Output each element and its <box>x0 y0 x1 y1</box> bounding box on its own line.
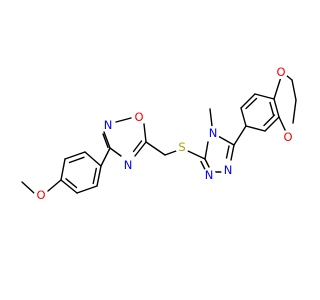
bond <box>132 140 143 153</box>
bond <box>145 141 166 156</box>
bond <box>217 135 235 146</box>
bond <box>263 114 276 127</box>
bond <box>240 107 247 127</box>
atom-label: N <box>209 126 218 140</box>
bond <box>273 98 280 118</box>
bond <box>204 158 210 168</box>
bonds <box>21 70 297 194</box>
bond <box>245 97 258 110</box>
bond <box>103 131 111 149</box>
bond <box>96 165 102 187</box>
triazole-nitrogen-2: N <box>202 168 216 182</box>
oxadiazole-oxygen: O <box>132 110 146 124</box>
bond <box>292 99 297 124</box>
atom-label: N <box>124 158 133 172</box>
oxadiazole-nitrogen-4: N <box>121 158 135 172</box>
bond <box>115 117 132 123</box>
chemical-structure: O O N N S N N N <box>21 65 297 202</box>
atom-label: N <box>224 163 233 177</box>
bond <box>84 151 102 167</box>
bond <box>134 141 147 157</box>
bond <box>68 156 85 164</box>
bond <box>225 145 230 159</box>
bond <box>187 150 206 160</box>
bond <box>76 185 98 194</box>
bond <box>230 144 235 161</box>
bond <box>233 125 247 146</box>
triazole-nitrogen-4: N <box>206 126 220 140</box>
methoxy-oxygen: O <box>34 188 48 202</box>
bond <box>269 101 275 116</box>
bond <box>102 133 109 149</box>
bond <box>278 116 287 133</box>
bond <box>21 181 35 194</box>
bond <box>204 141 209 160</box>
bond <box>264 116 280 132</box>
atom-label: N <box>104 118 113 132</box>
triazole-nitrogen-1: N <box>221 163 235 177</box>
atom-label: N <box>205 168 214 182</box>
bond <box>143 123 147 143</box>
bond <box>164 150 177 156</box>
thioether-sulfur: S <box>175 140 189 154</box>
bond <box>60 179 78 194</box>
bond <box>92 167 98 185</box>
bond <box>47 179 62 192</box>
bond <box>273 76 282 100</box>
bond <box>200 160 206 171</box>
bond <box>245 125 266 132</box>
dioxine-oxygen-1: O <box>274 65 288 79</box>
bond <box>209 108 213 127</box>
bond <box>109 147 122 157</box>
bond <box>64 151 86 160</box>
bond <box>240 93 256 109</box>
atom-label: O <box>283 130 292 144</box>
dioxine-oxygen-4: O <box>281 130 295 144</box>
bond <box>291 79 297 101</box>
bond <box>100 147 111 167</box>
atom-label: O <box>134 110 143 124</box>
atom-labels: O O N N S N N N <box>34 65 295 202</box>
atom-label: O <box>276 65 285 79</box>
atom-label: O <box>36 188 45 202</box>
atom-label: S <box>178 140 185 154</box>
bond <box>254 93 275 100</box>
oxadiazole-nitrogen-2: N <box>101 118 115 132</box>
bond <box>60 158 66 181</box>
bond <box>65 178 78 189</box>
